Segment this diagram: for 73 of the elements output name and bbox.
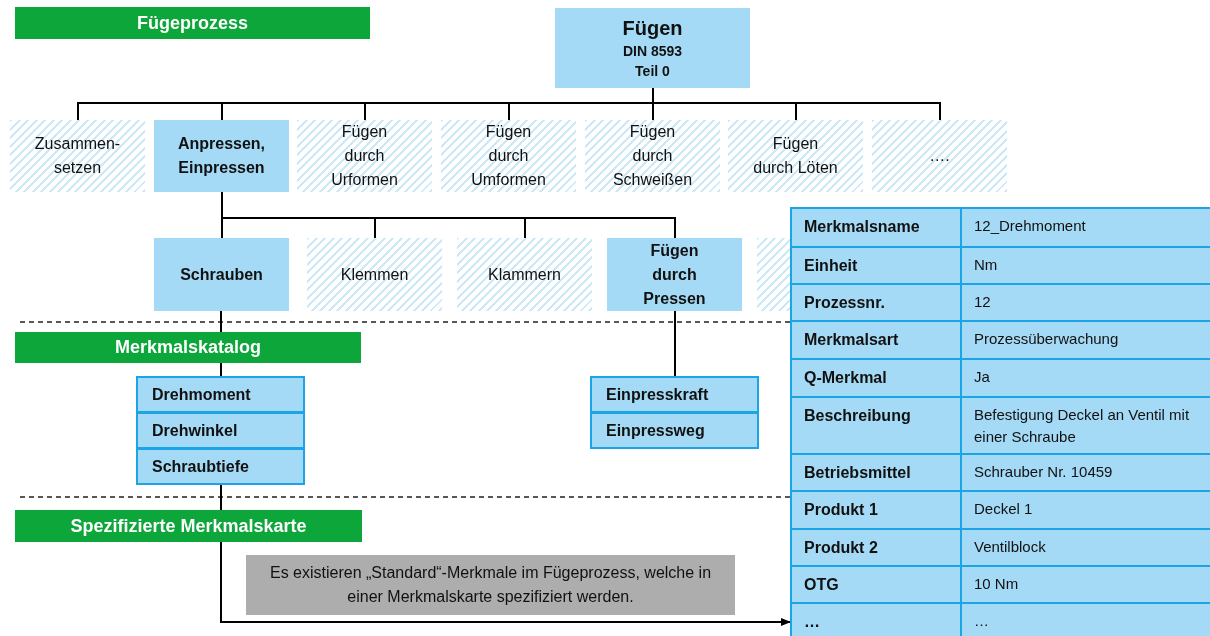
node-title: Schraubtiefe	[152, 457, 249, 476]
node-title: Fügen durch Urformen	[330, 122, 399, 190]
hatched-process-box	[307, 238, 442, 311]
attribute-name: Produkt 1	[804, 501, 878, 518]
node-title: Einpresskraft	[606, 385, 709, 404]
node-title: Klammern	[488, 264, 561, 285]
connector-line	[220, 362, 222, 377]
node-title: Fügen	[622, 15, 683, 41]
note-box	[246, 555, 735, 615]
attribute-value: 12_Drehmoment	[974, 217, 1086, 234]
attribute-value: Prozessüberwachung	[974, 330, 1119, 347]
section-banner	[15, 7, 370, 39]
hatched-process-box	[757, 238, 790, 311]
attribute-value: 10 Nm	[974, 575, 1019, 592]
hatched-process-box	[585, 120, 720, 192]
attribute-value: Ja	[974, 368, 990, 385]
attribute-name: Betriebsmittel	[804, 464, 911, 481]
node-title: Fügen durch Löten	[752, 134, 839, 178]
arrow	[220, 541, 791, 626]
attribute-name: Merkmalsname	[804, 218, 920, 235]
node-title: ….	[929, 146, 950, 166]
section-banner	[15, 332, 361, 363]
feature-card-table	[790, 207, 1210, 636]
attribute-name: Prozessnr.	[804, 294, 885, 311]
attribute-value: Schrauber Nr. 10459	[974, 463, 1113, 480]
process-box	[154, 120, 289, 192]
node-title: Fügen durch Schweißen	[611, 122, 694, 190]
node-title: Fügeprozess	[137, 12, 248, 34]
attribute-value: Ventilblock	[974, 538, 1046, 555]
attribute-value: 12	[974, 293, 991, 310]
attribute-value: Nm	[974, 256, 998, 273]
node-title: Drehwinkel	[152, 421, 238, 440]
hatched-process-box	[441, 120, 576, 192]
node-title: Einpressweg	[606, 421, 705, 440]
attribute-value: …	[974, 612, 989, 629]
node-title: Es existieren „Standard“-Merkmale im Fügeprozess, welche in einer Merkmalskarte spezifiziert werden.	[268, 563, 713, 607]
attribute-name: Produkt 2	[804, 539, 878, 556]
node-title: Fügen durch Umformen	[470, 122, 547, 190]
process-box	[154, 238, 289, 311]
hatched-process-box	[457, 238, 592, 311]
feature-box	[590, 412, 759, 449]
hatched-process-box	[10, 120, 145, 192]
feature-box	[136, 412, 305, 449]
node-title: Zusammen-setzen	[33, 134, 122, 178]
connector-line	[220, 310, 222, 333]
node-title: Schrauben	[180, 264, 263, 285]
attribute-name: Merkmalsart	[804, 331, 899, 348]
node-title: Merkmalskatalog	[114, 337, 262, 358]
connector-line	[652, 87, 941, 121]
connector-line	[220, 484, 222, 511]
process-box	[555, 8, 750, 88]
attribute-name: Beschreibung	[804, 407, 911, 424]
attribute-name: Einheit	[804, 257, 858, 274]
process-box	[607, 238, 742, 311]
node-title: Klemmen	[340, 264, 409, 285]
node-title: Spezifizierte Merkmalskarte	[70, 515, 307, 537]
hatched-process-box	[872, 120, 1007, 192]
attribute-value: Deckel 1	[974, 500, 1033, 517]
node-title: Anpressen, Einpressen	[176, 134, 267, 178]
attribute-name: Q-Merkmal	[804, 369, 887, 386]
node-title: Drehmoment	[152, 385, 251, 404]
attribute-name: OTG	[804, 576, 839, 593]
connector-line	[674, 310, 676, 377]
attribute-name: …	[804, 613, 820, 630]
feature-box	[136, 448, 305, 485]
hatched-process-box	[728, 120, 863, 192]
section-banner	[15, 510, 362, 542]
feature-box	[590, 376, 759, 413]
node-subtitle: DIN 8593 Teil 0	[621, 41, 684, 81]
hatched-process-box	[297, 120, 432, 192]
node-title: Fügen durch Pressen	[642, 240, 707, 309]
attribute-value: Befestigung Deckel an Ventil mit einer Schraube	[974, 406, 1190, 445]
feature-box	[136, 376, 305, 413]
